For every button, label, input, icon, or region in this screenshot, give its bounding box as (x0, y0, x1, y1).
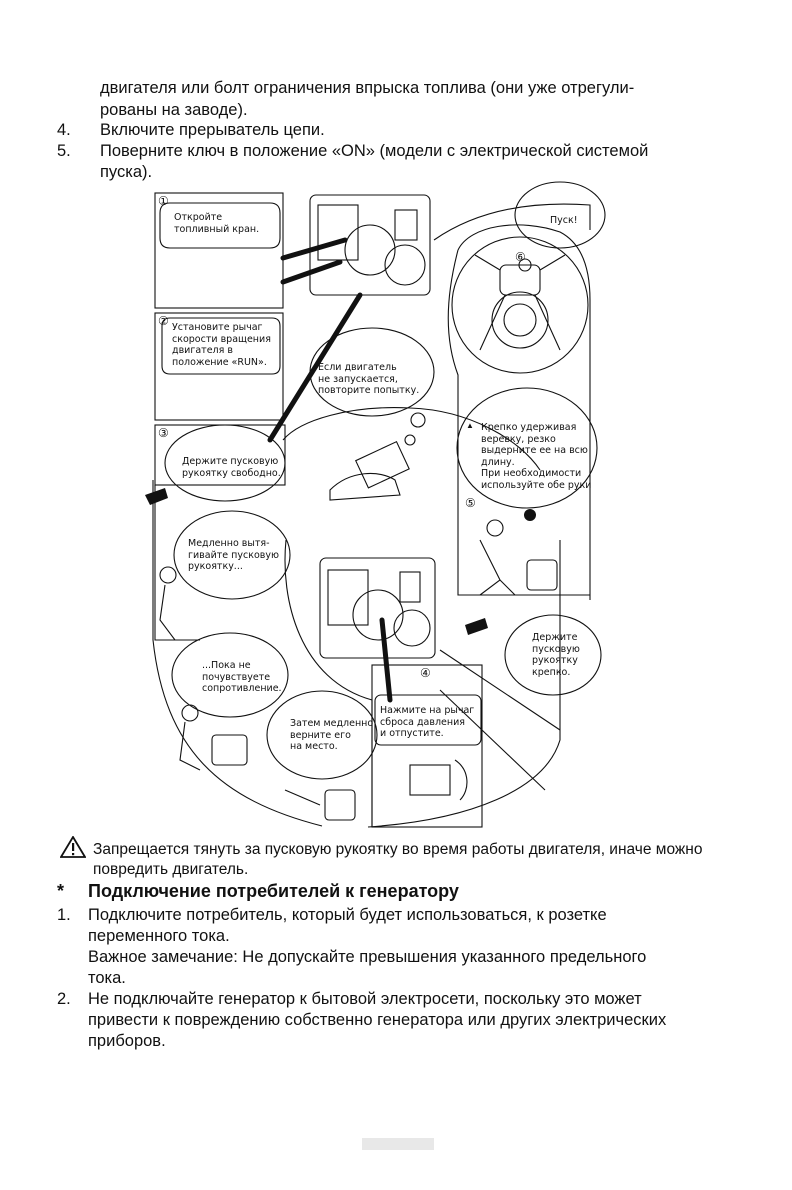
step-number: ⑥ (515, 250, 526, 264)
list-item-text: переменного тока. (88, 927, 230, 945)
list-item-text: тока. (88, 969, 126, 987)
bubble-open-fuel-valve: Откройте топливный кран. (174, 212, 260, 235)
step-number: ⑤ (465, 496, 476, 510)
step-number: ① (158, 194, 169, 208)
bubble-until-resistance: ...Пока не почувствуете сопротивление. (202, 660, 282, 694)
section-bullet: * (57, 881, 65, 901)
bubble-hold-handle-firmly: Держите пусковую рукоятку крепко. (532, 632, 580, 678)
warning-text: повредить двигатель. (93, 861, 249, 878)
step-number: ② (158, 314, 169, 328)
section-title: Подключение потребителей к генератору (88, 881, 459, 901)
bubble-set-lever-run: Установите рычаг скорости вращения двига… (172, 322, 271, 368)
list-item-text: Включите прерыватель цепи. (100, 121, 325, 139)
list-item-text: Подключите потребитель, который будет ис… (88, 906, 607, 924)
list-number: 2. (57, 990, 71, 1008)
warning-triangle-icon (60, 836, 86, 858)
bubble-start: Пуск! (550, 215, 578, 226)
list-number: 4. (57, 121, 71, 139)
paragraph-line: рованы на заводе). (100, 101, 248, 119)
warning-marker: ▲ (466, 421, 474, 430)
bubble-retry: Если двигатель не запускается, повторите… (318, 362, 420, 396)
bubble-pull-rope-sharply: Крепко удерживая веревку, резко выдернит… (481, 422, 592, 491)
list-item-text: привести к повреждению собственно генера… (88, 1011, 667, 1029)
list-number: 5. (57, 142, 71, 160)
bubble-pull-slowly: Медленно вытя- гивайте пусковую рукоятку… (188, 538, 279, 572)
bubble-hold-handle-loosely: Держите пусковую рукоятку свободно. (182, 456, 281, 479)
list-item-text: Важное замечание: Не допускайте превышен… (88, 948, 647, 966)
paragraph-line: двигателя или болт ограничения впрыска т… (100, 79, 635, 97)
bubble-press-decompression-lever: Нажмите на рычаг сброса давления и отпус… (380, 705, 475, 739)
step-number: ③ (158, 426, 169, 440)
warning-text: Запрещается тянуть за пусковую рукоятку … (93, 841, 703, 858)
list-number: 1. (57, 906, 71, 924)
list-item-text: Не подключайте генератор к бытовой элект… (88, 990, 642, 1008)
bubble-return-slowly: Затем медленно верните его на место. (290, 718, 374, 752)
list-item-text: пуска). (100, 163, 153, 181)
page-number-bar (362, 1138, 434, 1150)
step-number: ④ (420, 666, 431, 680)
list-item-text: приборов. (88, 1032, 166, 1050)
list-item-text: Поверните ключ в положение «ON» (модели … (100, 142, 649, 160)
